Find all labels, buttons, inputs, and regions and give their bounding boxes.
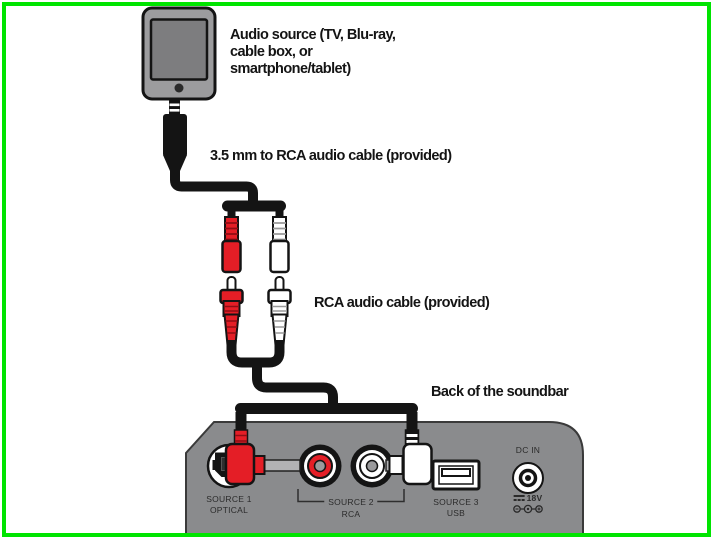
male-rca-red-icon: [219, 276, 244, 346]
dc-symbol-icon: [513, 494, 525, 502]
dc-in-label: DC IN: [515, 445, 541, 455]
source3-label: SOURCE 3 USB: [433, 497, 478, 518]
rca-jack-red-icon: [298, 444, 342, 488]
cable-35mm-segment: [170, 166, 258, 204]
back-of-soundbar-label: Back of the soundbar: [431, 384, 569, 400]
dc-voltage-value: 18V: [526, 493, 543, 503]
female-rca-white-icon: [269, 216, 290, 274]
source3-type: USB: [446, 507, 466, 518]
dc-voltage: 18V: [513, 493, 543, 503]
plug-pin-red: [261, 459, 301, 472]
source3-name: SOURCE 3: [433, 497, 479, 507]
source2-type: RCA: [341, 509, 361, 519]
male-rca-white-icon: [267, 276, 292, 346]
source2-name: SOURCE 2: [324, 497, 378, 508]
polarity-icon: [513, 504, 543, 514]
usb-port-icon: [431, 459, 481, 491]
source1-name: SOURCE 1: [206, 494, 252, 504]
source1-label: SOURCE 1 OPTICAL: [206, 494, 251, 515]
right-angle-plug-red-icon: [224, 442, 266, 486]
right-angle-plug-white-icon: [388, 442, 433, 486]
cable-35mm-label: 3.5 mm to RCA audio cable (provided): [210, 148, 452, 164]
dc-in-jack-icon: [512, 462, 544, 494]
plug-3-5mm-icon: [163, 99, 187, 171]
female-rca-red-icon: [221, 216, 242, 274]
audio-source-label: Audio source (TV, Blu-ray, cable box, or…: [230, 27, 396, 77]
rca-cable-label: RCA audio cable (provided): [314, 295, 490, 311]
rca-cable-run: [226, 340, 418, 433]
rca-jack-white-icon: [350, 444, 394, 488]
source1-type: OPTICAL: [209, 504, 249, 515]
phone-icon: [141, 6, 217, 101]
